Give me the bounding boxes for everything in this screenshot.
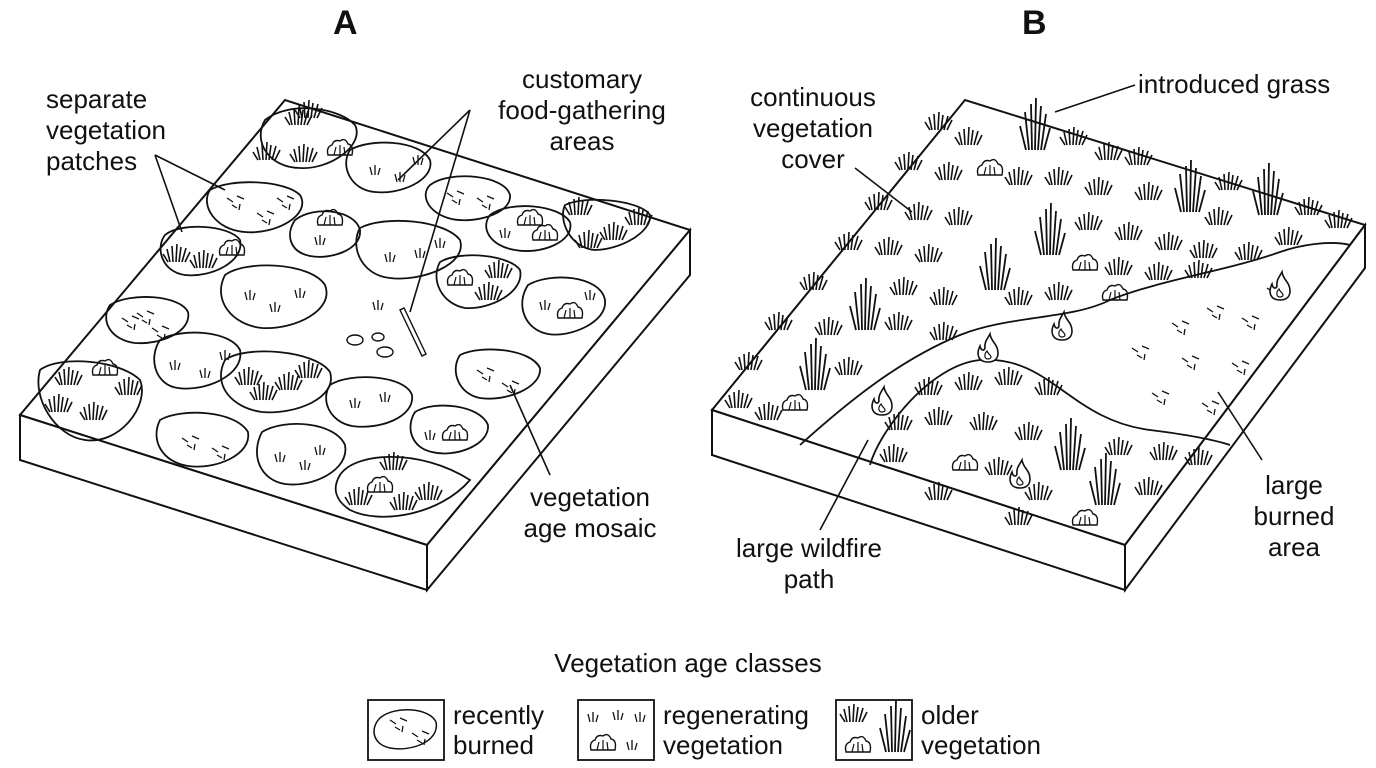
legend-item-regenerating-vegetation: regenerating vegetation [663, 700, 809, 760]
panel-a-leaders [154, 109, 551, 476]
label-customary-food-gathering-areas: customary food-gathering areas [498, 64, 666, 156]
legend-swatches [367, 699, 913, 761]
panel-a-block [18, 98, 692, 593]
label-large-burned-area: large burned area [1253, 470, 1335, 562]
legend-swatch-regenerating [577, 699, 655, 761]
panel-a-vegetation [44, 99, 653, 511]
panel-a-letter: A [333, 4, 358, 42]
panel-a-patches [37, 107, 651, 518]
panel-b-letter: B [1022, 4, 1047, 42]
label-separate-vegetation-patches: separate vegetation patches [46, 84, 166, 176]
legend-title: Vegetation age classes [554, 648, 822, 678]
panel-b-block [710, 98, 1367, 594]
legend-item-older-vegetation: older vegetation [921, 700, 1041, 760]
legend-item-recently-burned: recently burned [453, 700, 545, 760]
label-introduced-grass: introduced grass [1138, 69, 1331, 99]
label-vegetation-age-mosaic: vegetation age mosaic [523, 482, 657, 543]
label-large-wildfire-path: large wildfire path [736, 533, 882, 594]
panel-b-burn-boundaries [799, 242, 1351, 466]
legend-swatch-art [373, 699, 911, 753]
panel-b-leaders [819, 84, 1263, 531]
label-continuous-vegetation-cover: continuous vegetation cover [750, 82, 876, 174]
